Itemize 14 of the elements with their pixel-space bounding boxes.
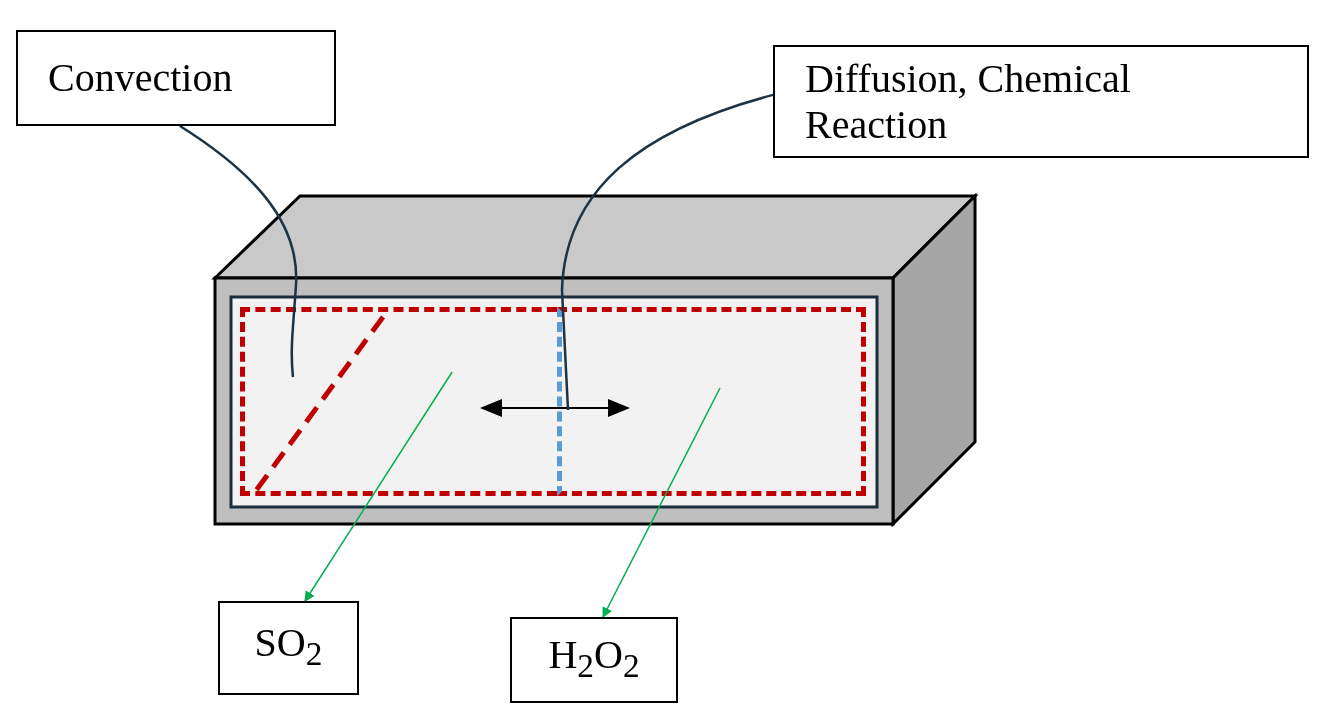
box-label: H$_{2}$O$_{2}$	[548, 631, 640, 686]
leader-line	[560, 93, 774, 411]
dashed-region	[557, 307, 866, 496]
box-label: SO$_{2}$	[254, 619, 323, 674]
box-label: Diffusion, Chemical Reaction	[805, 55, 1132, 148]
leader-line	[179, 124, 298, 378]
box-label: Convection	[48, 55, 233, 101]
arrow	[602, 387, 721, 618]
text-box	[773, 45, 1309, 158]
text-box	[510, 617, 678, 703]
text-box	[16, 30, 336, 126]
text-box	[218, 601, 359, 695]
dashed-region	[240, 307, 557, 496]
arrow	[304, 371, 453, 602]
